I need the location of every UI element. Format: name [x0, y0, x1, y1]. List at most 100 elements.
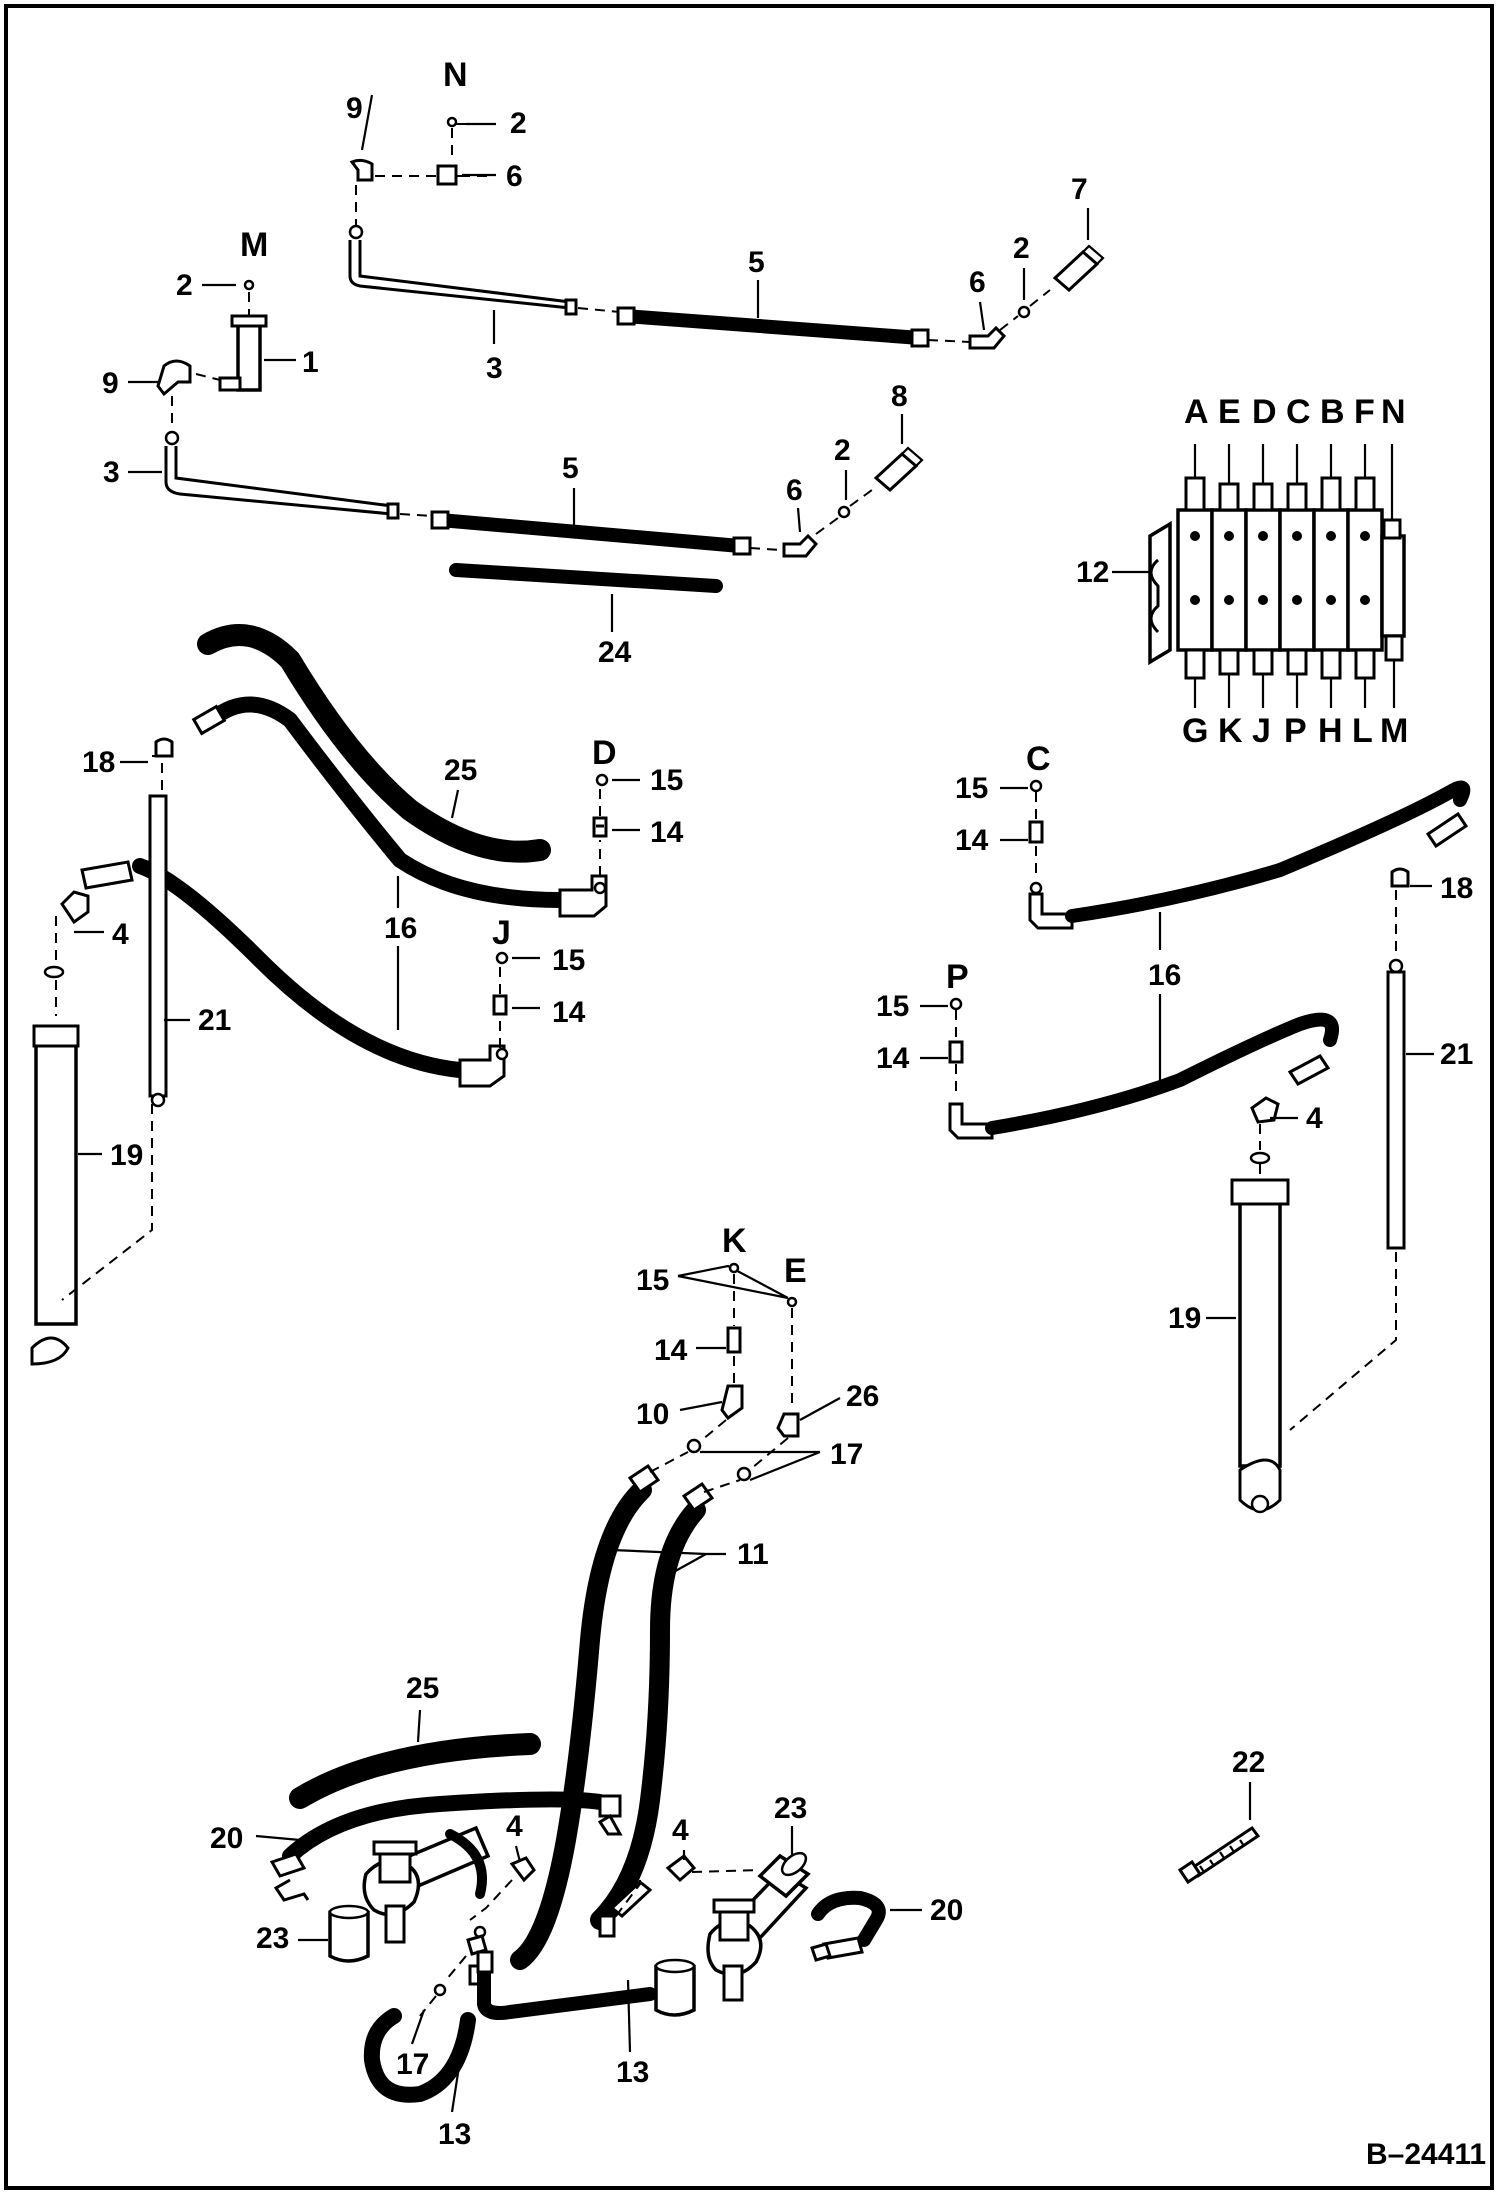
valve-port-l: L — [1352, 712, 1373, 750]
callout-23-left: 23 — [256, 1922, 289, 1955]
cylinder-19-right — [1238, 1194, 1282, 1468]
callout-13-right: 13 — [616, 2056, 649, 2089]
callout-14-j: 14 — [552, 996, 586, 1029]
valve-port-f: F — [1354, 393, 1375, 431]
callout-6-upper: 6 — [506, 160, 523, 193]
hose-25-bottom — [289, 1733, 541, 1809]
callout-18-left: 18 — [82, 746, 115, 779]
callout-4-right: 4 — [1306, 1102, 1323, 1135]
hose-11-a — [510, 1480, 652, 1970]
callout-4-bottom-right: 4 — [672, 1814, 689, 1847]
callout-25-bottom: 25 — [406, 1672, 439, 1705]
callout-15-d: 15 — [650, 764, 683, 797]
callout-17-lower: 17 — [396, 2048, 429, 2081]
callout-14-c: 14 — [955, 824, 989, 857]
hose-13-right — [477, 1961, 657, 2020]
right-lift-assembly: C 15 14 16 P 15 14 18 21 4 — [876, 740, 1473, 1514]
callout-14-k: 14 — [654, 1334, 688, 1367]
callout-10: 10 — [636, 1398, 669, 1431]
callout-16-right: 16 — [1148, 959, 1181, 992]
callout-22: 22 — [1232, 1746, 1265, 1779]
callout-24: 24 — [598, 636, 632, 669]
port-letter-c: C — [1026, 740, 1051, 778]
rod-21-left — [148, 794, 168, 1098]
hose-11-b — [590, 1500, 706, 1930]
lower-tube-assembly: M 2 1 9 3 5 8 2 6 — [102, 226, 924, 669]
callout-6-right-upper: 6 — [969, 266, 986, 299]
callout-11: 11 — [737, 1538, 769, 1571]
hose-16-left-lower — [132, 858, 468, 1078]
callout-2-upper: 2 — [510, 107, 527, 140]
elbow-fitting-9-lower — [156, 359, 192, 397]
callout-4-left: 4 — [112, 918, 129, 951]
valve-port-m: M — [1380, 712, 1408, 750]
diagram-border — [4, 4, 1494, 2190]
valve-port-e: E — [1218, 393, 1241, 431]
callout-9-upper: 9 — [346, 92, 363, 125]
callout-2-lower: 2 — [834, 434, 851, 467]
upper-tube-assembly — [348, 116, 1105, 350]
left-lift-assembly: D 15 14 25 J 15 14 16 18 21 4 — [30, 624, 684, 1366]
callout-4-bottom-left: 4 — [506, 1810, 523, 1843]
port-letter-n-top: N — [443, 56, 468, 94]
drawing-number: B–24411 — [1366, 2138, 1486, 2171]
callout-2-m: 2 — [176, 269, 193, 302]
elbow-fitting-9-upper — [349, 158, 374, 182]
callout-15-j: 15 — [552, 944, 585, 977]
hose-25-left — [197, 624, 551, 863]
adapter-7 — [1052, 249, 1100, 293]
hose-20-right — [811, 1890, 886, 1947]
callout-2-right-upper: 2 — [1013, 232, 1030, 265]
callout-23-right: 23 — [774, 1792, 807, 1825]
tee-fitting-6-upper — [436, 164, 458, 186]
callout-12: 12 — [1076, 556, 1109, 589]
valve-port-k: K — [1218, 712, 1243, 750]
hose-16-left-upper — [206, 696, 568, 908]
callout-20-left: 20 — [210, 1822, 243, 1855]
valve-port-d: D — [1252, 393, 1277, 431]
valve-port-g: G — [1182, 712, 1208, 750]
callout-6-lower: 6 — [786, 474, 803, 507]
control-valve-12 — [1112, 444, 1406, 708]
callout-5-upper: 5 — [748, 246, 765, 279]
adapter-8 — [873, 451, 919, 493]
elbow-fitting-6-lower — [782, 533, 819, 558]
bottom-tilt-assembly: K E 15 14 10 26 17 11 25 — [210, 1222, 963, 2151]
elbow-fitting-6-right — [968, 325, 1007, 350]
hose-5-upper — [618, 309, 927, 345]
port-letter-j: J — [492, 914, 511, 952]
valve-port-c: C — [1286, 393, 1311, 431]
callout-19-left: 19 — [110, 1139, 143, 1172]
callout-21-left: 21 — [198, 1004, 231, 1037]
hose-13-left — [363, 2008, 476, 2103]
callout-20-right: 20 — [930, 1894, 963, 1927]
callout-18-right: 18 — [1440, 872, 1473, 905]
tube-3-lower — [164, 446, 393, 516]
hose-20-left — [282, 1791, 608, 1864]
valve-port-p: P — [1284, 712, 1307, 750]
callout-14-d: 14 — [650, 816, 684, 849]
callout-14-p: 14 — [876, 1042, 910, 1075]
tube-3-upper — [348, 240, 571, 310]
hose-24 — [449, 563, 723, 593]
callout-15-c: 15 — [955, 772, 988, 805]
callout-15-ke: 15 — [636, 1264, 669, 1297]
port-letter-e: E — [784, 1252, 807, 1290]
port-letter-k: K — [722, 1222, 747, 1260]
bolt-22: 22 — [1177, 1746, 1265, 1885]
valve-port-a: A — [1184, 393, 1209, 431]
callout-19-right: 19 — [1168, 1302, 1201, 1335]
hose-5-lower — [433, 513, 747, 553]
callout-3-upper: 3 — [486, 352, 503, 385]
valve-port-j: J — [1252, 712, 1271, 750]
callout-16-left: 16 — [384, 912, 417, 945]
callout-3-lower: 3 — [103, 456, 120, 489]
callout-1: 1 — [302, 346, 319, 379]
valve-port-h: H — [1318, 712, 1343, 750]
callout-15-p: 15 — [876, 990, 909, 1023]
valve-port-n: N — [1381, 393, 1406, 431]
callout-26: 26 — [846, 1380, 879, 1413]
hose-16-right-lower — [985, 1012, 1339, 1135]
port-letter-d: D — [592, 734, 617, 772]
